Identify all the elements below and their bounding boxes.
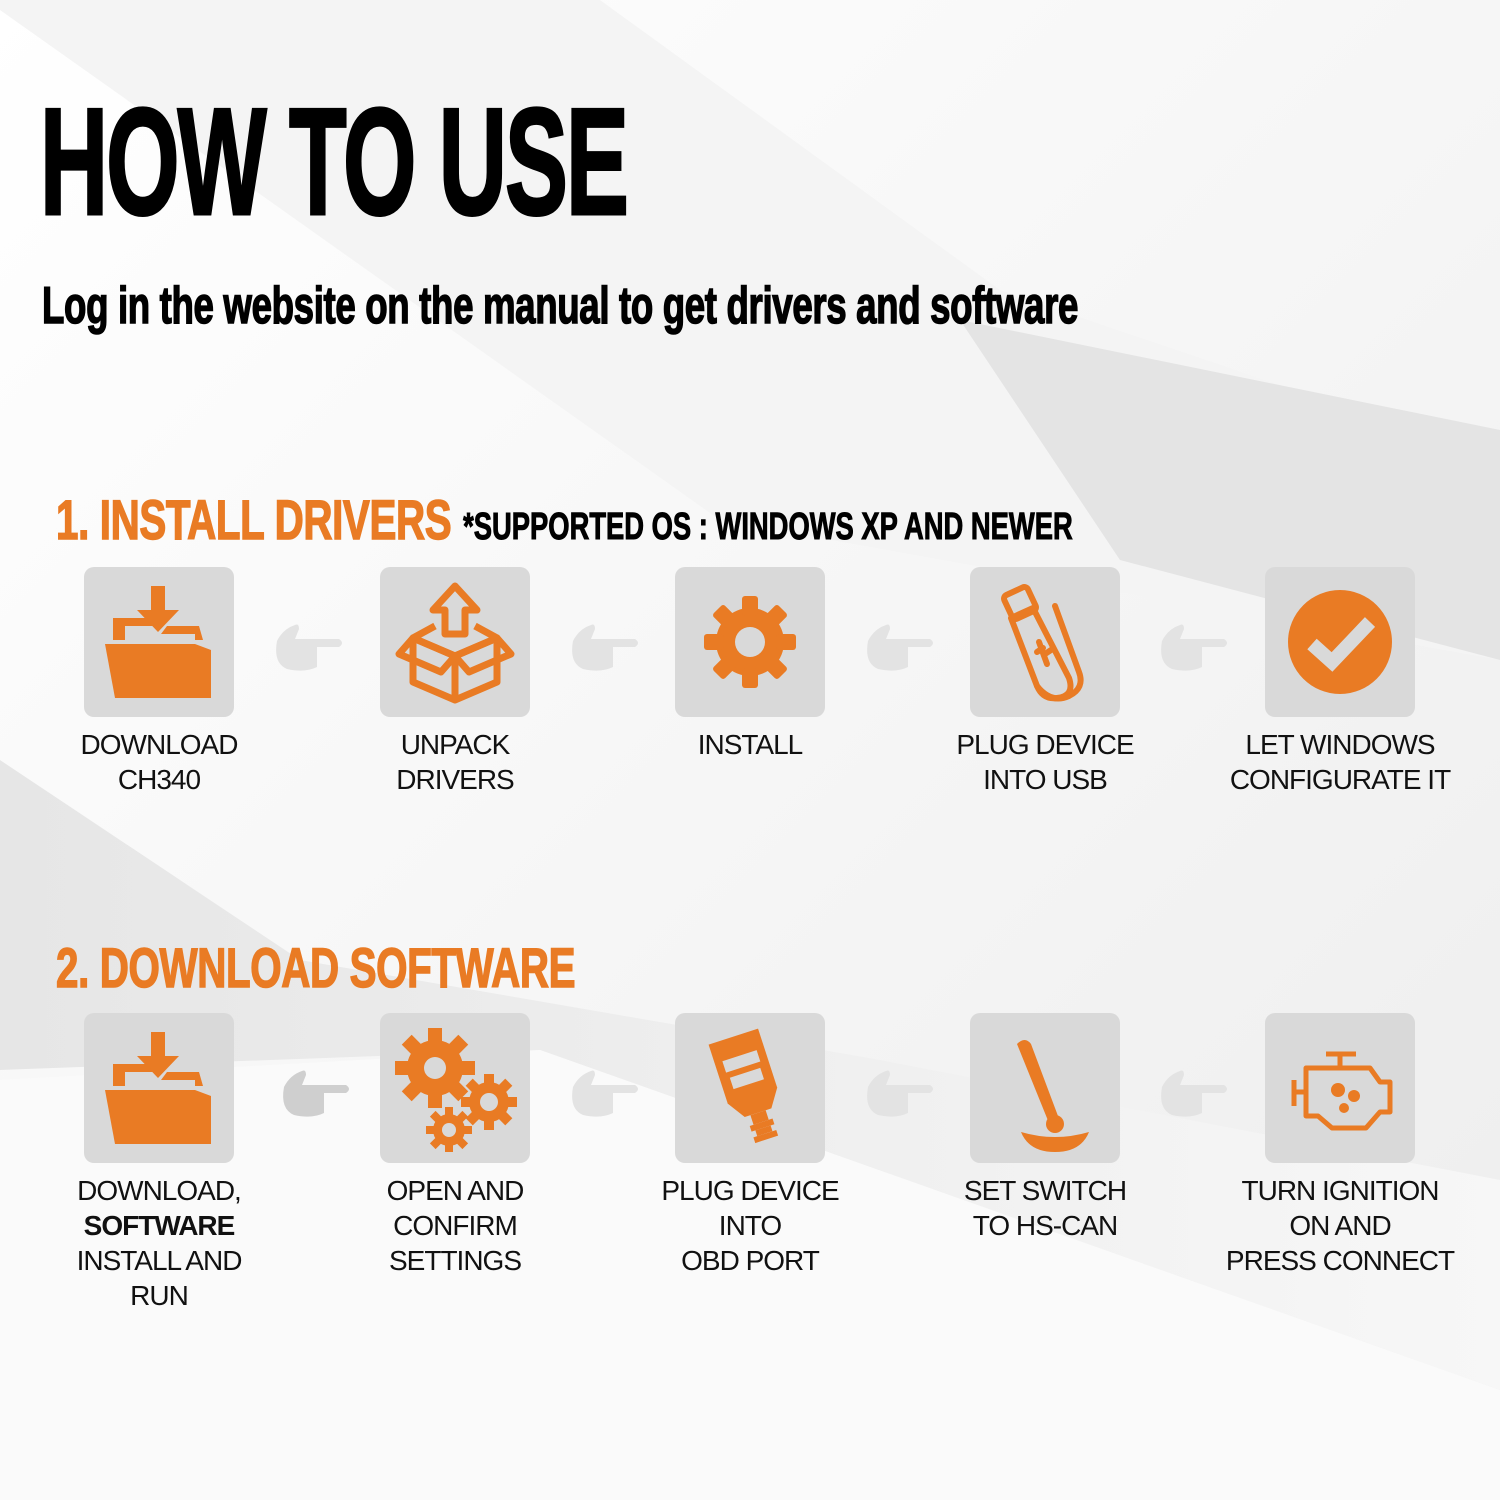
page-title: HOW TO USE [39,77,630,247]
section-install-drivers-heading: 1. INSTALL DRIVERS *SUPPORTED OS : WINDO… [55,491,1073,555]
pointing-hand-icon [1150,1061,1230,1121]
supported-os-note: *SUPPORTED OS : WINDOWS XP AND NEWER [463,506,1073,549]
section-title: 2. DOWNLOAD SOFTWARE [55,936,576,999]
download-folder-icon [84,1013,234,1163]
usb-stick-icon [970,567,1120,717]
pointing-hand-icon [561,1061,641,1121]
step-install: INSTALL [600,567,900,762]
section-title: 1. INSTALL DRIVERS [55,488,452,551]
engine-icon [1265,1013,1415,1163]
pointing-hand-icon [856,1061,936,1121]
step-open-confirm-settings: OPEN AND CONFIRM SETTINGS [305,1013,605,1278]
pointing-hand-icon [856,615,936,675]
page-subtitle: Log in the website on the manual to get … [41,277,1079,335]
section-download-software-heading: 2. DOWNLOAD SOFTWARE [55,939,576,997]
step-download-software: DOWNLOAD, SOFTWARE INSTALL AND RUN [9,1013,309,1313]
unpack-box-icon [380,567,530,717]
step-let-windows-configure: LET WINDOWS CONFIGURATE IT [1190,567,1490,797]
download-folder-icon [84,567,234,717]
pointing-hand-icon [265,615,345,675]
step-ignition-connect: TURN IGNITION ON AND PRESS CONNECT [1190,1013,1490,1278]
step-download-ch340: DOWNLOAD CH340 [9,567,309,797]
pointing-hand-icon [1150,615,1230,675]
switch-lever-icon [970,1013,1120,1163]
pointing-hand-icon [272,1061,352,1121]
checkmark-circle-icon [1265,567,1415,717]
step-plug-into-obd: PLUG DEVICE INTO OBD PORT [600,1013,900,1278]
step-set-switch-hs-can: SET SWITCH TO HS-CAN [895,1013,1195,1243]
gear-icon [675,567,825,717]
step-plug-into-usb: PLUG DEVICE INTO USB [895,567,1195,797]
step-unpack-drivers: UNPACK DRIVERS [305,567,605,797]
pointing-hand-icon [561,615,641,675]
gears-icon [380,1013,530,1163]
obd-connector-icon [675,1013,825,1163]
